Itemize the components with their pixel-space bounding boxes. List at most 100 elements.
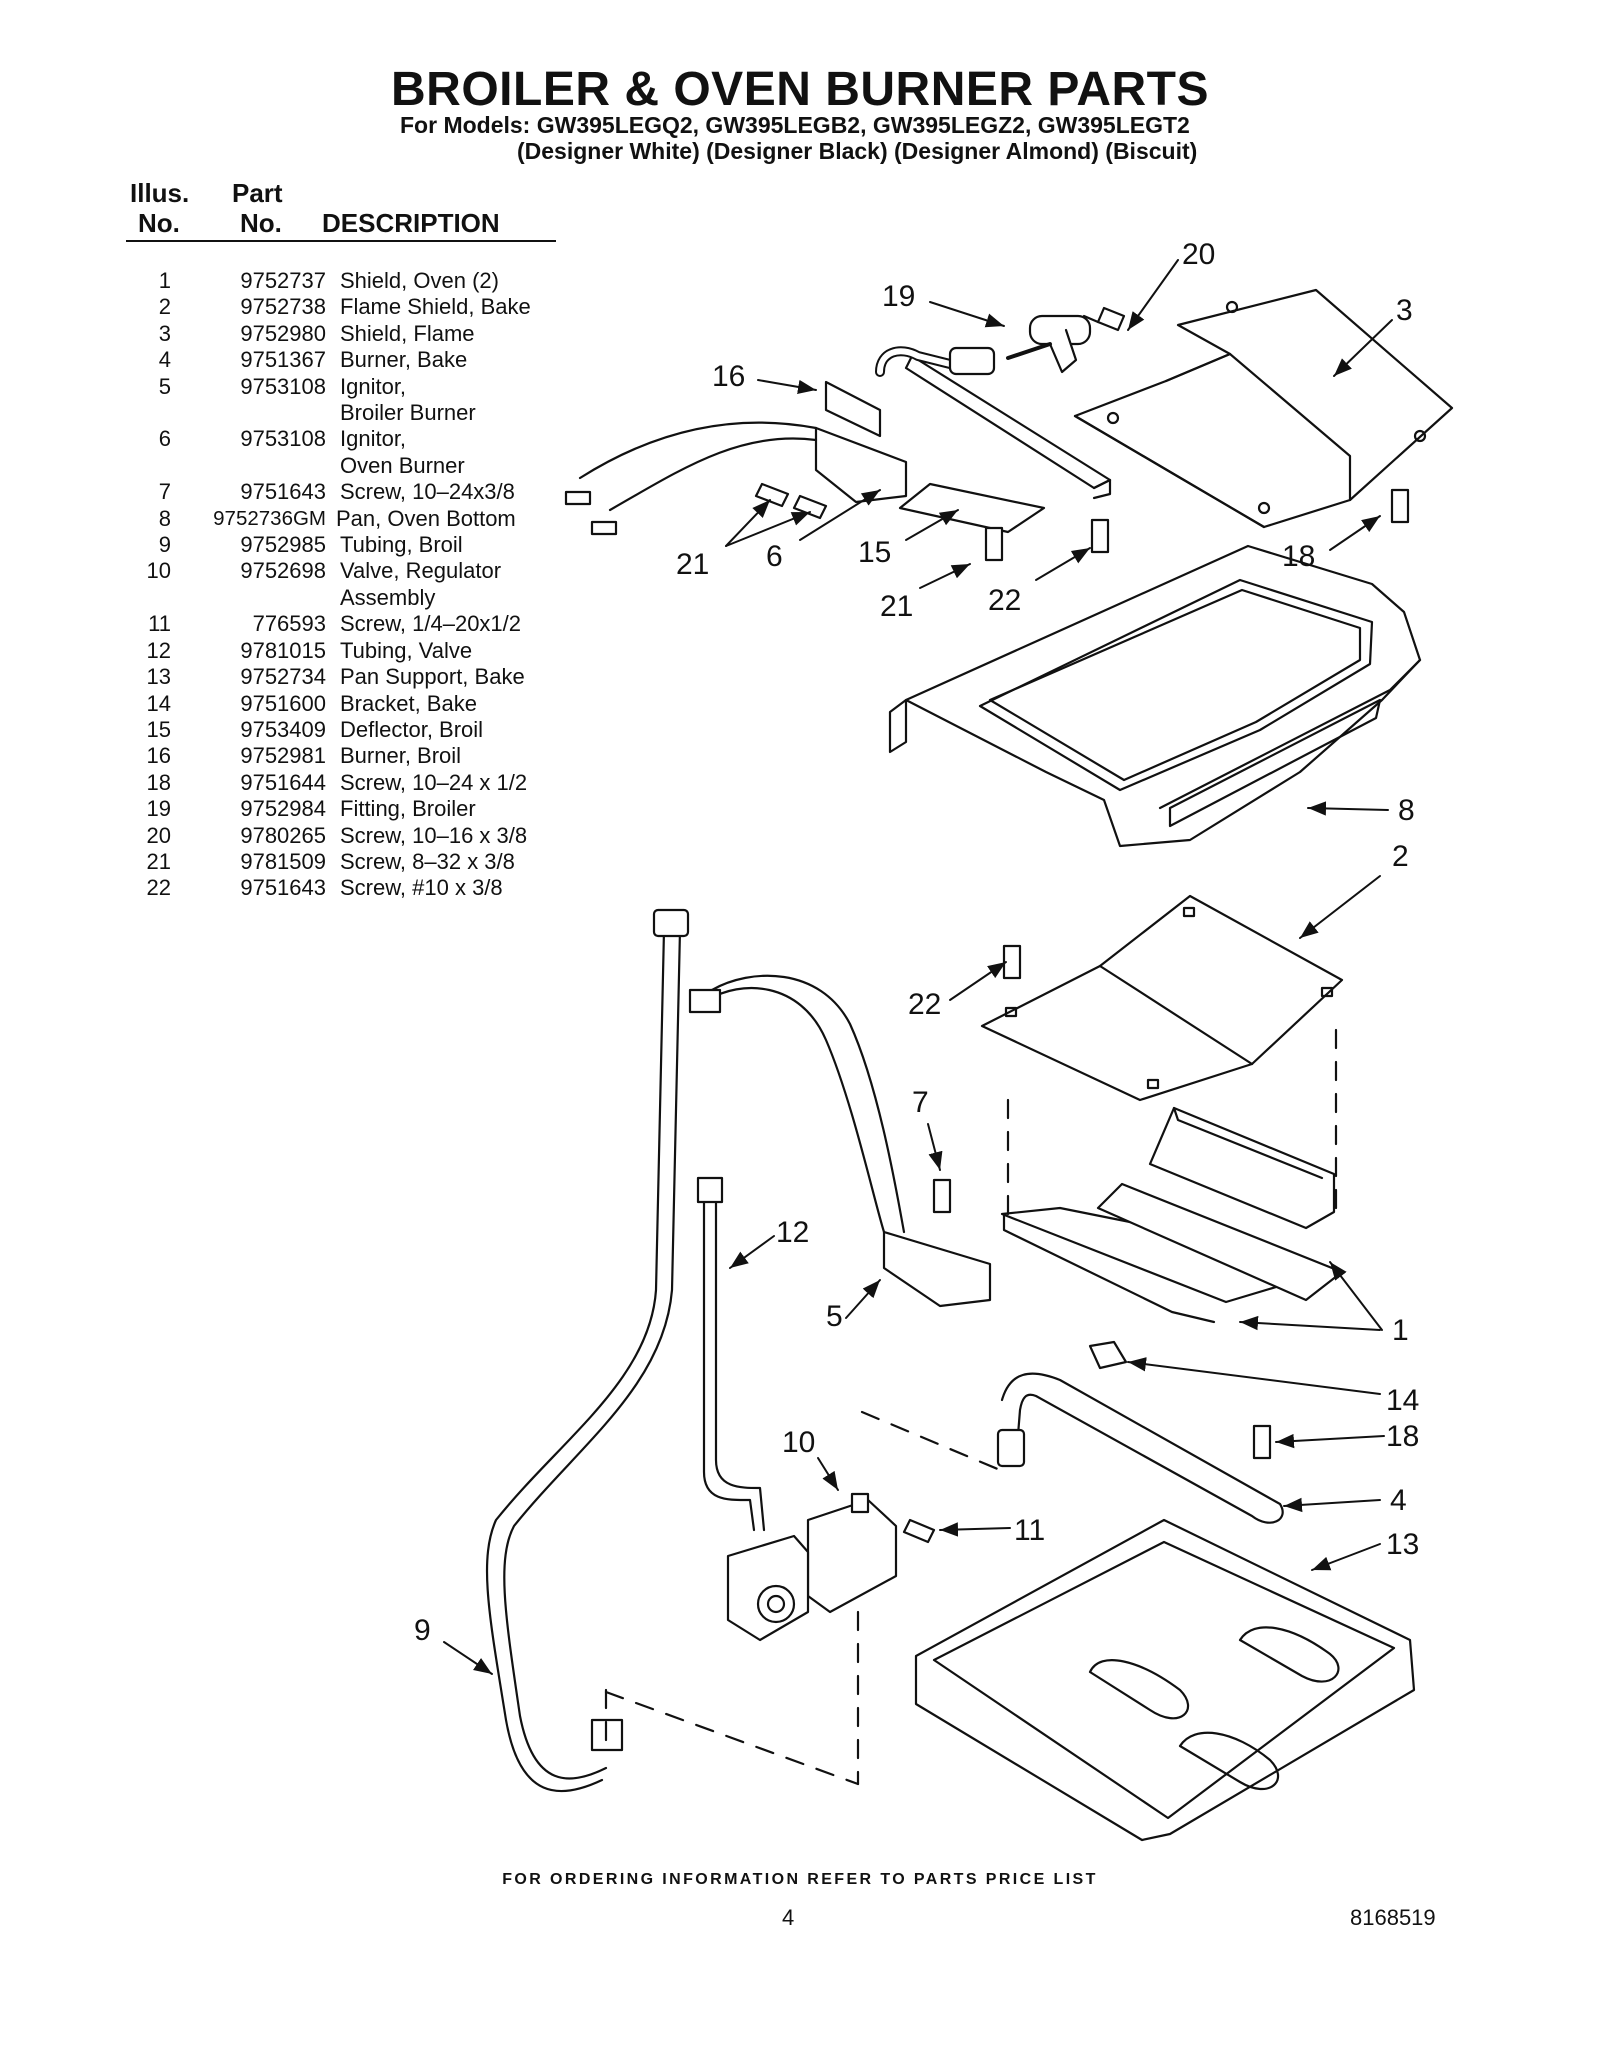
part-description: Pan, Oven Bottom (336, 505, 516, 531)
part-description: Ignitor, (340, 426, 407, 452)
part-description: Burner, Bake (340, 347, 468, 373)
part-description: Assembly (340, 584, 436, 610)
bake-pan-support-part-13 (914, 1518, 1416, 1842)
bake-flame-shield-part-2 (980, 894, 1344, 1102)
parts-row: 8 9752736GM Pan, Oven Bottom (126, 506, 586, 532)
illus-number: 13 (146, 664, 171, 690)
part-description: Screw, 8–32 x 3/8 (340, 848, 515, 874)
illus-number: 16 (146, 743, 171, 769)
screw-part-7 (932, 1178, 952, 1214)
illus-number: 9 (158, 532, 171, 558)
page-number: 4 (782, 1905, 795, 1930)
part-description: Tubing, Valve (340, 637, 473, 663)
part-description: Screw, 10–16 x 3/8 (340, 822, 528, 848)
part-number: 9751367 (240, 347, 326, 373)
callout-21b: 21 (880, 590, 913, 623)
header-rule (126, 240, 556, 242)
part-description: Ignitor, (340, 373, 407, 399)
illus-number: 5 (158, 373, 171, 399)
broiler-ignitor-part-5 (688, 974, 992, 1308)
broil-tubing-part-9 (485, 908, 690, 1793)
part-number: 9752738 (240, 294, 326, 320)
part-description: Screw, 1/4–20x1/2 (340, 611, 522, 637)
callout-2: 2 (1392, 840, 1409, 873)
screw-part-20 (1082, 306, 1126, 332)
part-number: 9752985 (240, 532, 326, 558)
illus-number: 22 (146, 875, 171, 901)
callout-3: 3 (1396, 294, 1413, 327)
regulator-valve-part-10 (726, 1492, 898, 1642)
part-description: Screw, 10–24 x 1/2 (340, 769, 528, 795)
illus-number: 1 (158, 268, 171, 293)
parts-row: Assembly (126, 585, 586, 611)
part-description: Burner, Broil (340, 743, 462, 769)
illus-number: 20 (146, 822, 171, 848)
part-description: Deflector, Broil (340, 716, 484, 742)
callout-18b: 18 (1386, 1420, 1419, 1453)
callout-15: 15 (858, 536, 891, 569)
part-description: Flame Shield, Bake (340, 294, 531, 320)
illus-number: 14 (146, 690, 171, 716)
screw-part-22a (1090, 518, 1110, 554)
parts-row: Oven Burner (126, 453, 586, 479)
illus-number: 19 (146, 796, 171, 822)
page-title: BROILER & OVEN BURNER PARTS (391, 63, 1209, 116)
illus-number: 3 (158, 320, 171, 346)
broil-burner-part-16 (824, 346, 1112, 500)
callout-11: 11 (1014, 1514, 1045, 1547)
part-number: 9751643 (240, 875, 326, 901)
part-number: 9752980 (240, 320, 326, 346)
callout-6: 6 (766, 540, 783, 573)
header-part-1: Part (232, 178, 283, 208)
part-description: Fitting, Broiler (340, 796, 476, 822)
screw-part-21a (754, 482, 828, 520)
parts-row: 15 9753409 Deflector, Broil (126, 717, 586, 743)
part-number: 9752736GM (213, 506, 326, 530)
part-description: Shield, Oven (2) (340, 268, 499, 293)
part-description: Oven Burner (340, 452, 465, 478)
callout-9: 9 (414, 1614, 431, 1647)
part-number: 9751600 (240, 690, 326, 716)
callout-20: 20 (1182, 238, 1215, 271)
callout-13: 13 (1386, 1528, 1419, 1561)
callout-18a: 18 (1282, 540, 1315, 573)
illus-number: 2 (158, 294, 171, 320)
header-illus-2: No. (138, 208, 180, 238)
illus-number: 15 (146, 716, 171, 742)
callout-4: 4 (1390, 1484, 1407, 1517)
flame-shield-part-3 (1073, 288, 1454, 529)
valve-tubing-part-12 (696, 1176, 766, 1532)
part-number: 9781015 (240, 637, 326, 663)
illus-number: 8 (158, 505, 171, 531)
illus-number: 10 (146, 558, 171, 584)
part-number: 9753409 (240, 716, 326, 742)
parts-row: 2 9752738 Flame Shield, Bake (126, 294, 586, 320)
callout-19: 19 (882, 280, 915, 313)
parts-row: Broiler Burner (126, 400, 586, 426)
screw-part-21b (984, 526, 1004, 562)
oven-ignitor-part-6 (564, 421, 908, 536)
screw-part-18a (1390, 488, 1410, 524)
part-number: 9753108 (240, 426, 326, 452)
part-number: 9751644 (240, 769, 326, 795)
illus-number: 21 (146, 848, 171, 874)
callout-1: 1 (1392, 1314, 1409, 1347)
callout-7: 7 (912, 1086, 929, 1119)
illus-number: 7 (158, 479, 171, 505)
oven-shield-part-1 (1000, 1106, 1344, 1324)
screw-part-18b (1252, 1424, 1272, 1460)
models-line: For Models: GW395LEGQ2, GW395LEGB2, GW39… (400, 112, 1190, 138)
